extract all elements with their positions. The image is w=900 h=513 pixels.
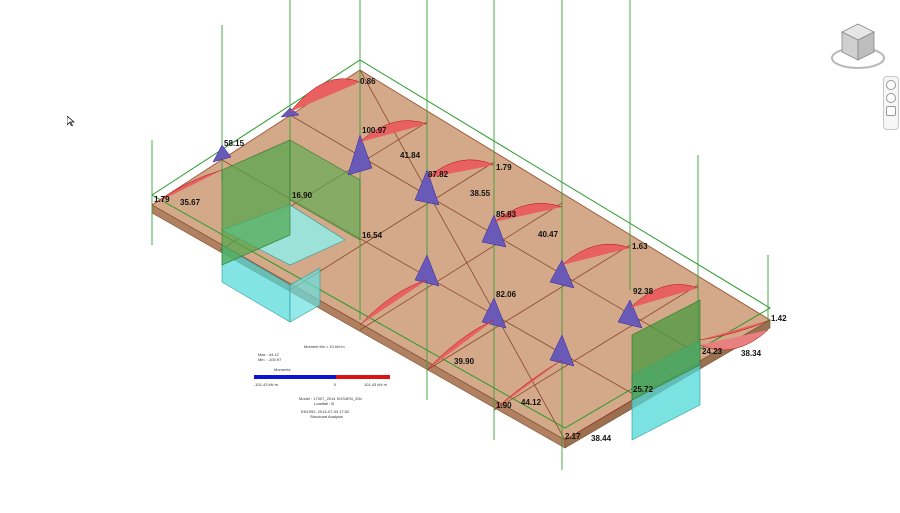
moment-value-labels: 0.86 58.15 100.97 41.84 1.79 35.67 16.90… bbox=[154, 77, 787, 443]
viewcube-icon[interactable] bbox=[830, 18, 886, 74]
legend-info-1: Model : 17407_2014 SGS4EN_20b bbox=[299, 396, 362, 401]
legend-pos-end: 101.43 kN·m bbox=[364, 382, 387, 387]
legend-negative-bar bbox=[254, 375, 336, 379]
legend-info-2: Loadfall : B bbox=[314, 401, 335, 406]
legend-zero: 0 bbox=[334, 382, 337, 387]
moment-label: 16.54 bbox=[362, 231, 383, 240]
moment-label: 38.44 bbox=[591, 434, 612, 443]
pan-icon[interactable] bbox=[886, 106, 896, 116]
moment-label: 58.15 bbox=[224, 139, 245, 148]
legend-positive-bar bbox=[336, 375, 390, 379]
moment-label: 1.79 bbox=[154, 195, 170, 204]
moment-label: 82.06 bbox=[496, 290, 517, 299]
legend-info-4: Structural Analysis bbox=[310, 414, 343, 419]
moment-label: 92.38 bbox=[633, 287, 654, 296]
moment-label: 24.23 bbox=[702, 347, 723, 356]
legend-max: Max : 44.12 bbox=[258, 352, 279, 357]
moment-legend: Moment Mx > 10 kN·m Max : 44.12 Min : -1… bbox=[254, 340, 404, 420]
moment-label: 1.90 bbox=[496, 401, 512, 410]
moment-label: 1.79 bbox=[496, 163, 512, 172]
green-wall-mid bbox=[289, 139, 361, 241]
moment-label: 39.90 bbox=[454, 357, 475, 366]
moment-label: 1.42 bbox=[771, 314, 787, 323]
moment-label: 2.17 bbox=[565, 432, 581, 441]
moment-label: 35.67 bbox=[180, 198, 201, 207]
moment-label: 85.83 bbox=[496, 210, 517, 219]
moment-label: 40.47 bbox=[538, 230, 559, 239]
moment-label: 38.34 bbox=[741, 349, 762, 358]
moment-label: 38.55 bbox=[470, 189, 491, 198]
legend-title: Moment Mx > 10 kN·m bbox=[304, 344, 345, 349]
moment-label: 44.12 bbox=[521, 398, 542, 407]
navigation-bar bbox=[883, 76, 899, 130]
moment-label: 0.86 bbox=[360, 77, 376, 86]
zoom-icon[interactable] bbox=[886, 93, 896, 103]
moment-label: 87.82 bbox=[428, 170, 449, 179]
moment-label: 25.72 bbox=[633, 385, 654, 394]
cyan-wall-front bbox=[289, 267, 321, 323]
moment-label: 1.63 bbox=[632, 242, 648, 251]
green-wall-left bbox=[221, 139, 291, 266]
steering-wheel-icon[interactable] bbox=[886, 80, 896, 90]
legend-min: Min : -100.97 bbox=[258, 357, 282, 362]
mouse-cursor-icon bbox=[67, 116, 75, 126]
moment-label: 16.90 bbox=[292, 191, 313, 200]
moment-label: 100.97 bbox=[362, 126, 387, 135]
legend-scale-label: Moments bbox=[274, 367, 291, 372]
moment-label: 41.84 bbox=[400, 151, 421, 160]
legend-info-3: EN1992, 2014-07-03 17:02 bbox=[301, 409, 350, 414]
green-wall-right bbox=[631, 299, 701, 401]
legend-neg-end: -101.43 kN·m bbox=[254, 382, 279, 387]
moment-diagrams bbox=[151, 78, 771, 441]
